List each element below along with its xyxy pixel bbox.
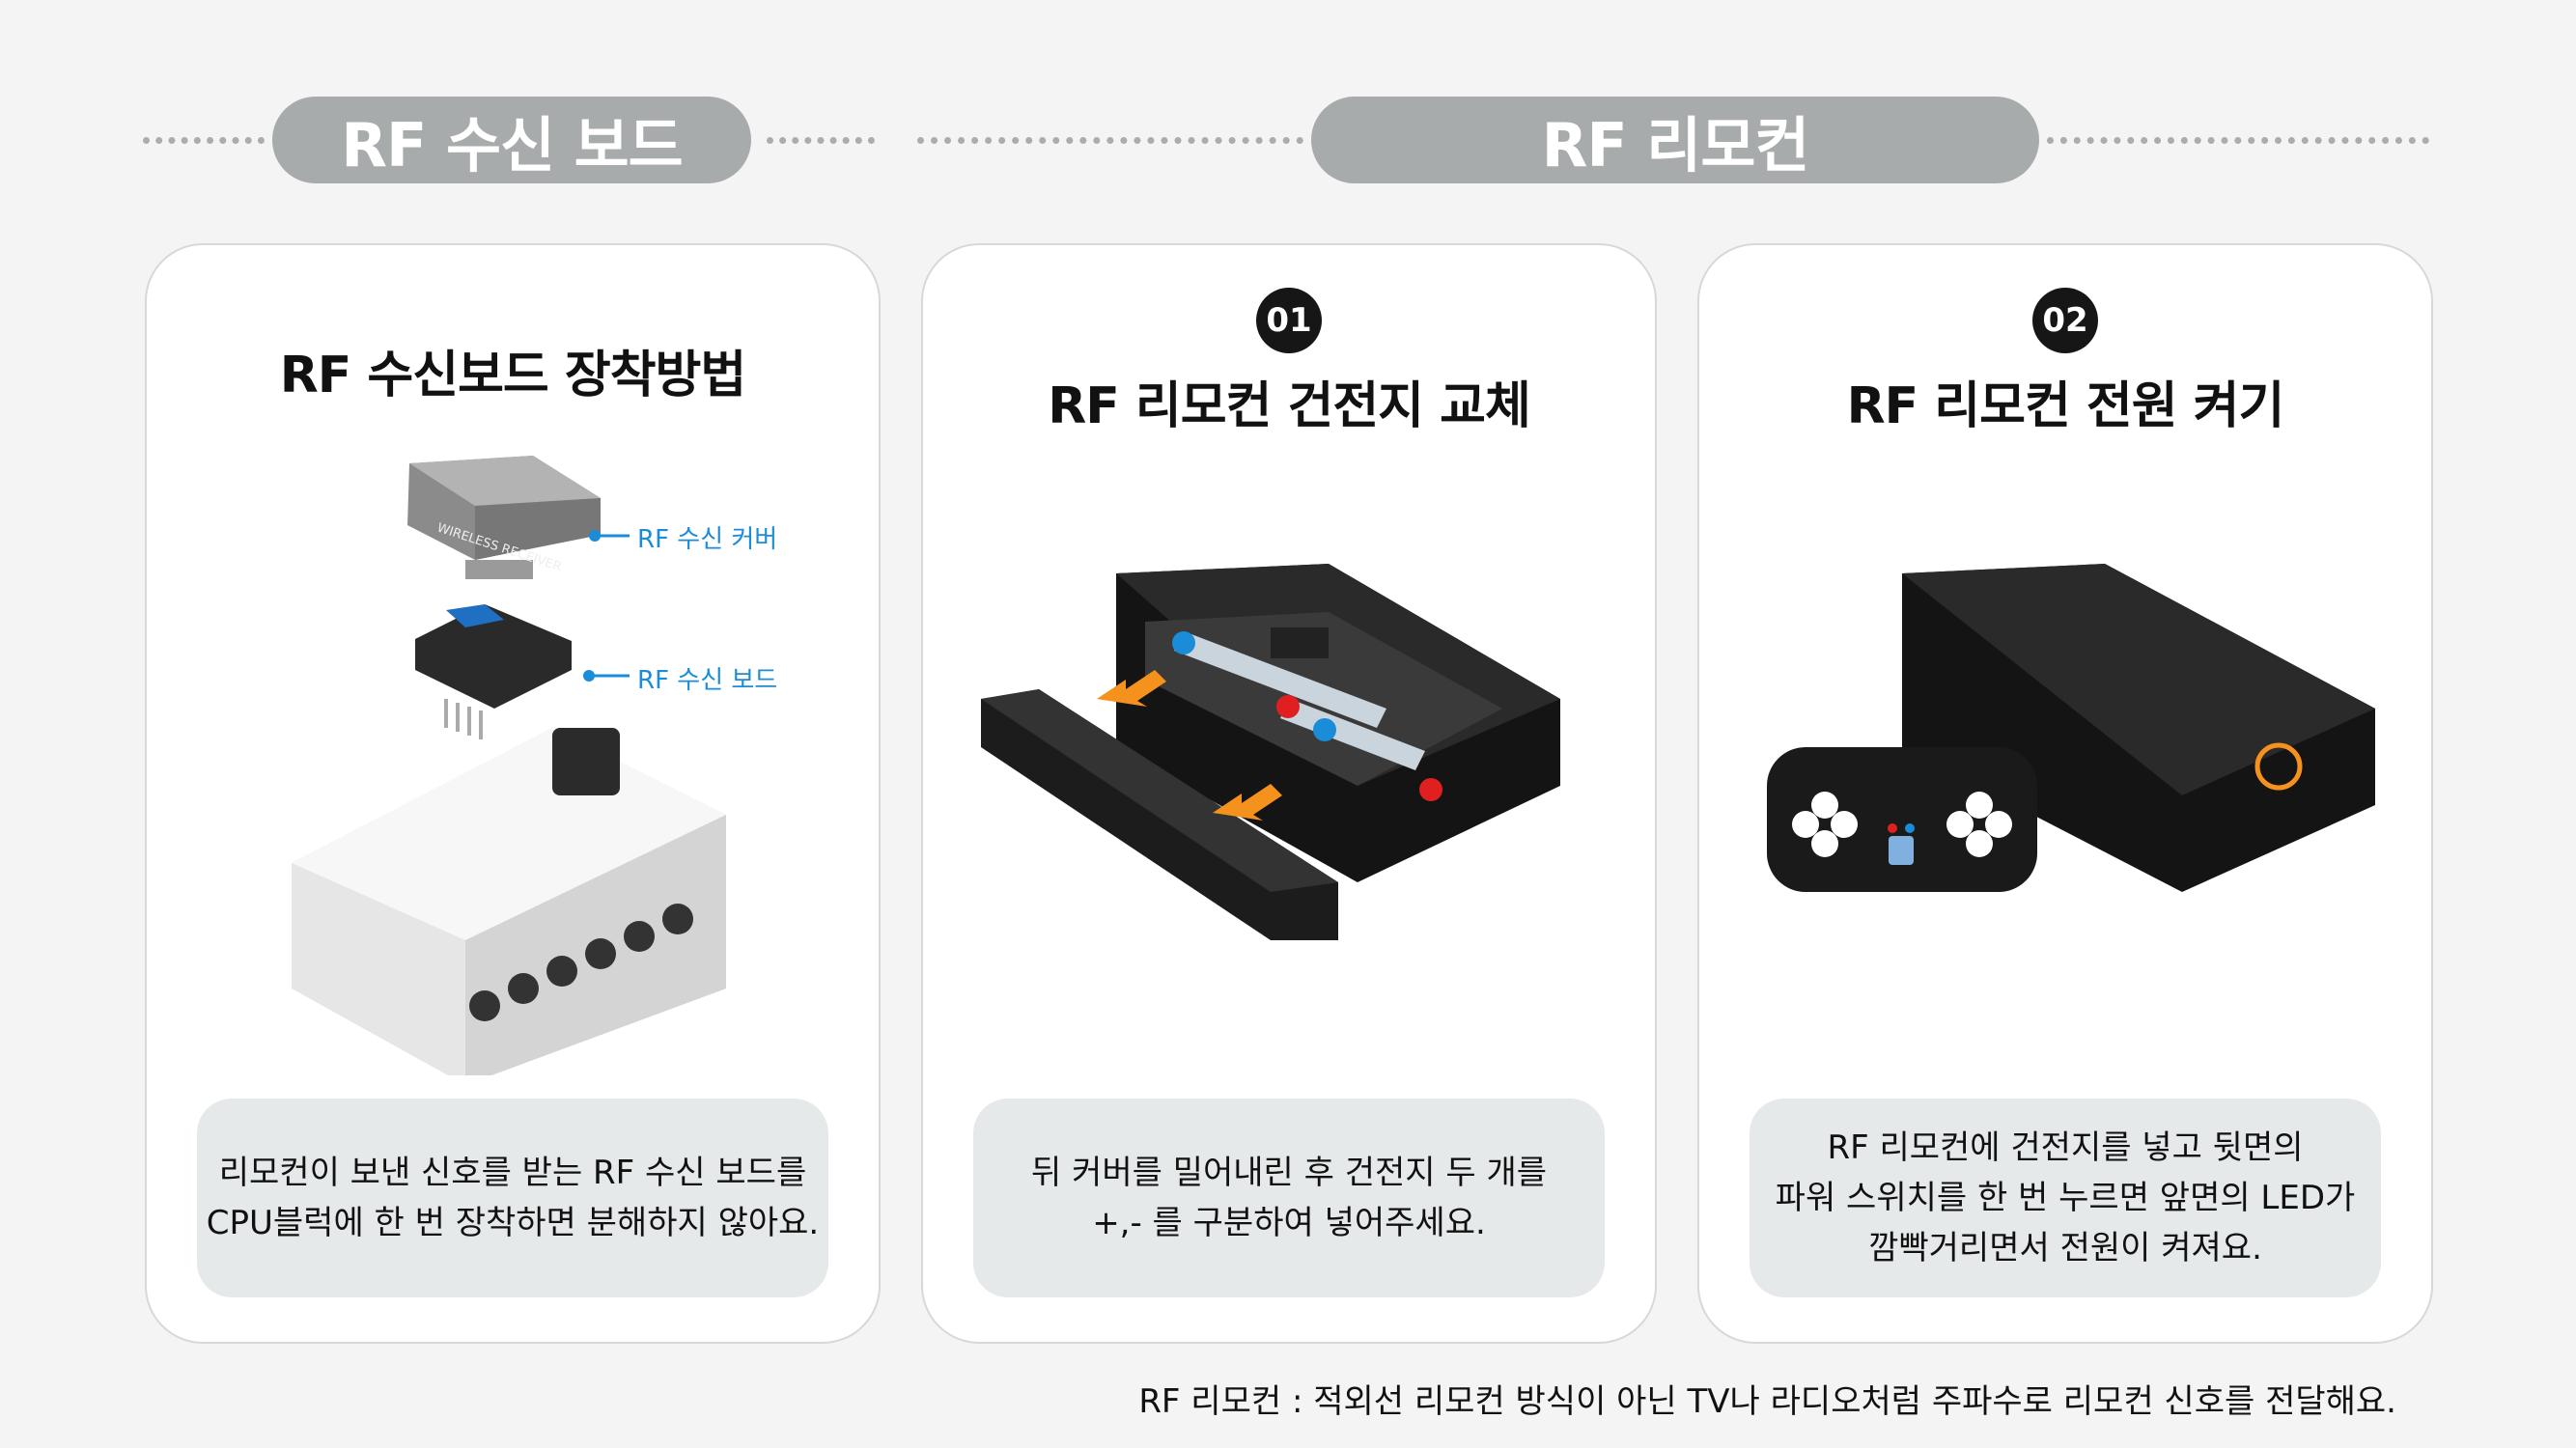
card-description: 뒤 커버를 밀어내린 후 건전지 두 개를 +,- 를 구분하여 넣어주세요. [973,1099,1605,1297]
battery-image [1174,631,1425,770]
desc-line: +,- 를 구분하여 넣어주세요. [1092,1204,1486,1242]
label-rf-board: RF 수신 보드 [637,666,778,695]
dotted-divider [2047,137,2429,144]
desc-line: RF 리모컨에 건전지를 넣고 뒷면의 [1827,1128,2304,1167]
arrow-icon [1213,784,1282,821]
desc-line: 뒤 커버를 밀어내린 후 건전지 두 개를 [1030,1154,1548,1192]
remote-back-image [1902,564,2375,892]
dotted-divider [143,137,265,144]
card-description: RF 리모컨에 건전지를 넣고 뒷면의 파워 스위치를 한 번 누르면 앞면의 … [1750,1099,2381,1297]
minus-terminal-icon [1172,631,1195,654]
plus-terminal-icon [1276,695,1300,718]
card-title: RF 수신보드 장착방법 [279,347,747,404]
card-title: RF 리모컨 전원 켜기 [1846,377,2285,435]
label-rf-cover: RF 수신 커버 [637,525,778,554]
desc-line: CPU블럭에 한 번 장착하면 분해하지 않아요. [206,1204,820,1242]
receiver-cover-image: WIRELESS RECEIVER [407,456,601,579]
section-header-rf-remote: RF 리모컨 [1311,97,2039,183]
card-title: RF 리모컨 건전지 교체 [1048,377,1531,435]
rf-receiver-illustration: WIRELESS RECEIVER [292,456,726,1075]
back-cover-image [981,689,1338,940]
desc-line: 깜빡거리면서 전원이 켜져요. [1868,1229,2262,1267]
arrow-icon [1097,670,1166,707]
battery-replace-illustration [981,564,1560,940]
step-number-badge: 01 [1256,288,1322,353]
card-power-on: 02 RF 리모컨 전원 켜기 RF 리모컨에 건전지를 넣고 뒷면의 파워 스… [1697,243,2433,1344]
desc-line: 파워 스위치를 한 번 누르면 앞면의 LED가 [1775,1179,2356,1217]
plus-terminal-icon [1419,778,1442,801]
power-switch-icon [2254,742,2303,791]
dotted-divider [917,137,1303,144]
remote-front-image [1767,747,2037,892]
power-on-illustration [1767,564,2375,892]
desc-line: 리모컨이 보낸 신호를 받는 RF 수신 보드를 [218,1154,807,1192]
step-number-badge: 02 [2032,288,2098,353]
dotted-divider [767,137,875,144]
receiver-board-image [415,604,572,739]
led-icon [1889,836,1914,865]
card-description: 리모컨이 보낸 신호를 받는 RF 수신 보드를 CPU블럭에 한 번 장착하면… [197,1099,828,1297]
footnote: RF 리모컨 : 적외선 리모컨 방식이 아닌 TV나 라디오처럼 주파수로 리… [1138,1382,2396,1421]
cpu-block-image [292,728,726,1075]
minus-terminal-icon [1313,718,1336,741]
card-battery-replace: 01 RF 리모컨 건전지 교체 뒤 커버를 밀어내린 후 건전지 두 개를 +… [921,243,1657,1344]
section-header-rf-receiver: RF 수신 보드 [272,97,751,183]
card-rf-receiver-install: RF 수신보드 장착방법 WIRELESS RECEIVER [145,243,881,1344]
